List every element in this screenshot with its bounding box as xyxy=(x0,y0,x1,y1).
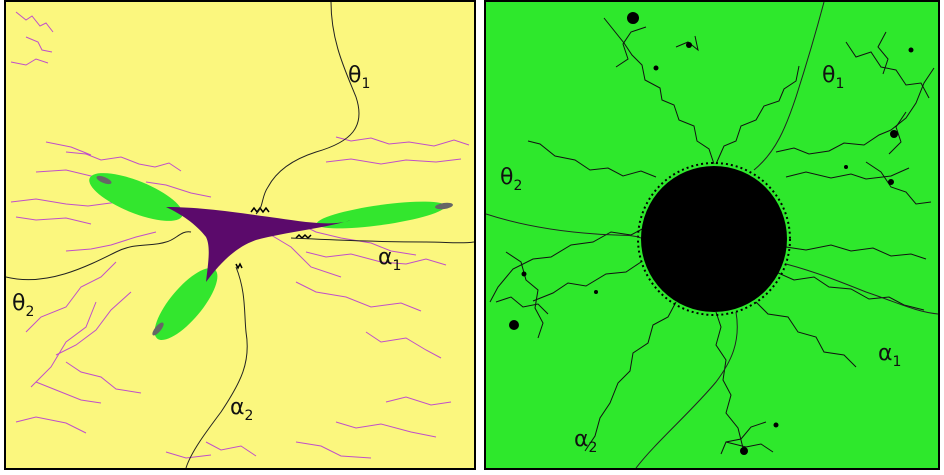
right-filaments xyxy=(489,17,935,455)
left-lobe-tips xyxy=(96,175,453,336)
lobe-right xyxy=(316,201,446,229)
central-disk xyxy=(641,166,787,312)
curve-alpha1 xyxy=(785,263,938,315)
label-theta1: θ1 xyxy=(822,63,844,92)
curve-theta2 xyxy=(486,213,642,239)
dot xyxy=(627,12,639,24)
lobe-lower xyxy=(154,268,218,340)
right-panel: θ1 θ2 α1 α2 xyxy=(484,0,940,470)
curve-theta1 xyxy=(255,2,360,215)
label-alpha1: α1 xyxy=(878,341,901,370)
label-theta2: θ2 xyxy=(500,165,522,194)
curve-alpha2 xyxy=(635,311,738,468)
disk-fuzz xyxy=(637,162,791,316)
label-theta1: θ1 xyxy=(348,63,370,92)
left-curves xyxy=(6,2,474,468)
label-alpha1: α1 xyxy=(378,245,401,274)
label-alpha2: α2 xyxy=(230,395,253,424)
purple-core xyxy=(166,207,351,282)
left-lobes xyxy=(89,173,446,340)
right-curves xyxy=(486,2,938,468)
curve-alpha1 xyxy=(290,237,474,244)
label-theta2: θ2 xyxy=(12,291,34,320)
label-alpha2: α2 xyxy=(574,427,597,456)
right-dots xyxy=(509,12,914,455)
right-panel-canvas: θ1 θ2 α1 α2 xyxy=(486,2,938,468)
left-panel: θ1 θ2 α1 α2 xyxy=(4,0,476,470)
left-panel-canvas: θ1 θ2 α1 α2 xyxy=(6,2,474,468)
curve-alpha2 xyxy=(185,266,248,468)
lobe-upper-left xyxy=(89,173,183,221)
curve-theta1 xyxy=(753,2,825,171)
left-filaments xyxy=(10,11,470,459)
curve-theta2 xyxy=(6,231,192,281)
